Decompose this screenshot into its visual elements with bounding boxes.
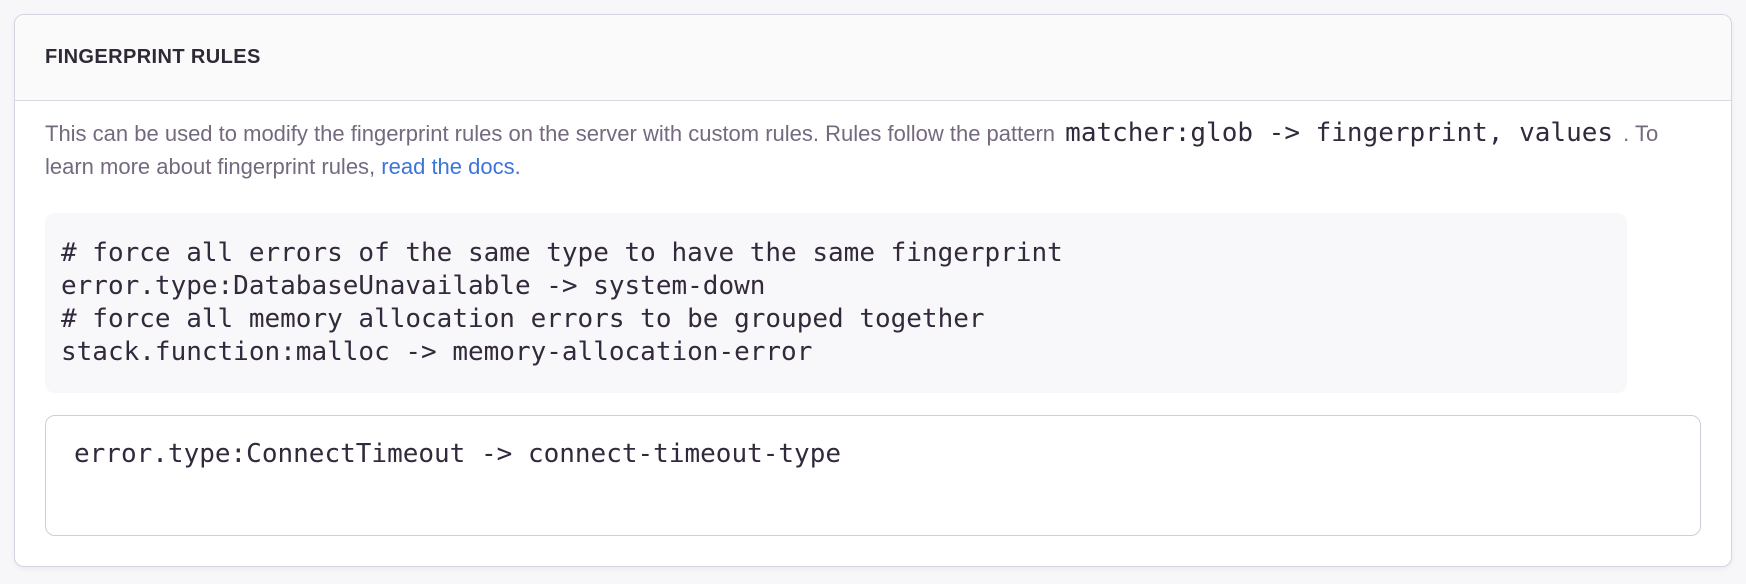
description-text: This can be used to modify the fingerpri… [45, 117, 1701, 183]
fingerprint-rules-textarea[interactable] [45, 415, 1701, 536]
panel-title: FINGERPRINT RULES [45, 46, 261, 68]
fingerprint-rules-panel: FINGERPRINT RULES This can be used to mo… [14, 14, 1732, 567]
description-segment: This can be used to modify the fingerpri… [45, 121, 1062, 146]
description-segment: . To learn more about fingerprint rules, [45, 121, 1659, 179]
panel-header: FINGERPRINT RULES [15, 15, 1731, 101]
panel-body: This can be used to modify the fingerpri… [15, 101, 1731, 566]
inline-code-pattern: matcher:glob -> fingerprint, values [1065, 118, 1614, 148]
example-code-block: # force all errors of the same type to h… [45, 213, 1627, 393]
read-the-docs-link[interactable]: read the docs. [381, 154, 521, 179]
